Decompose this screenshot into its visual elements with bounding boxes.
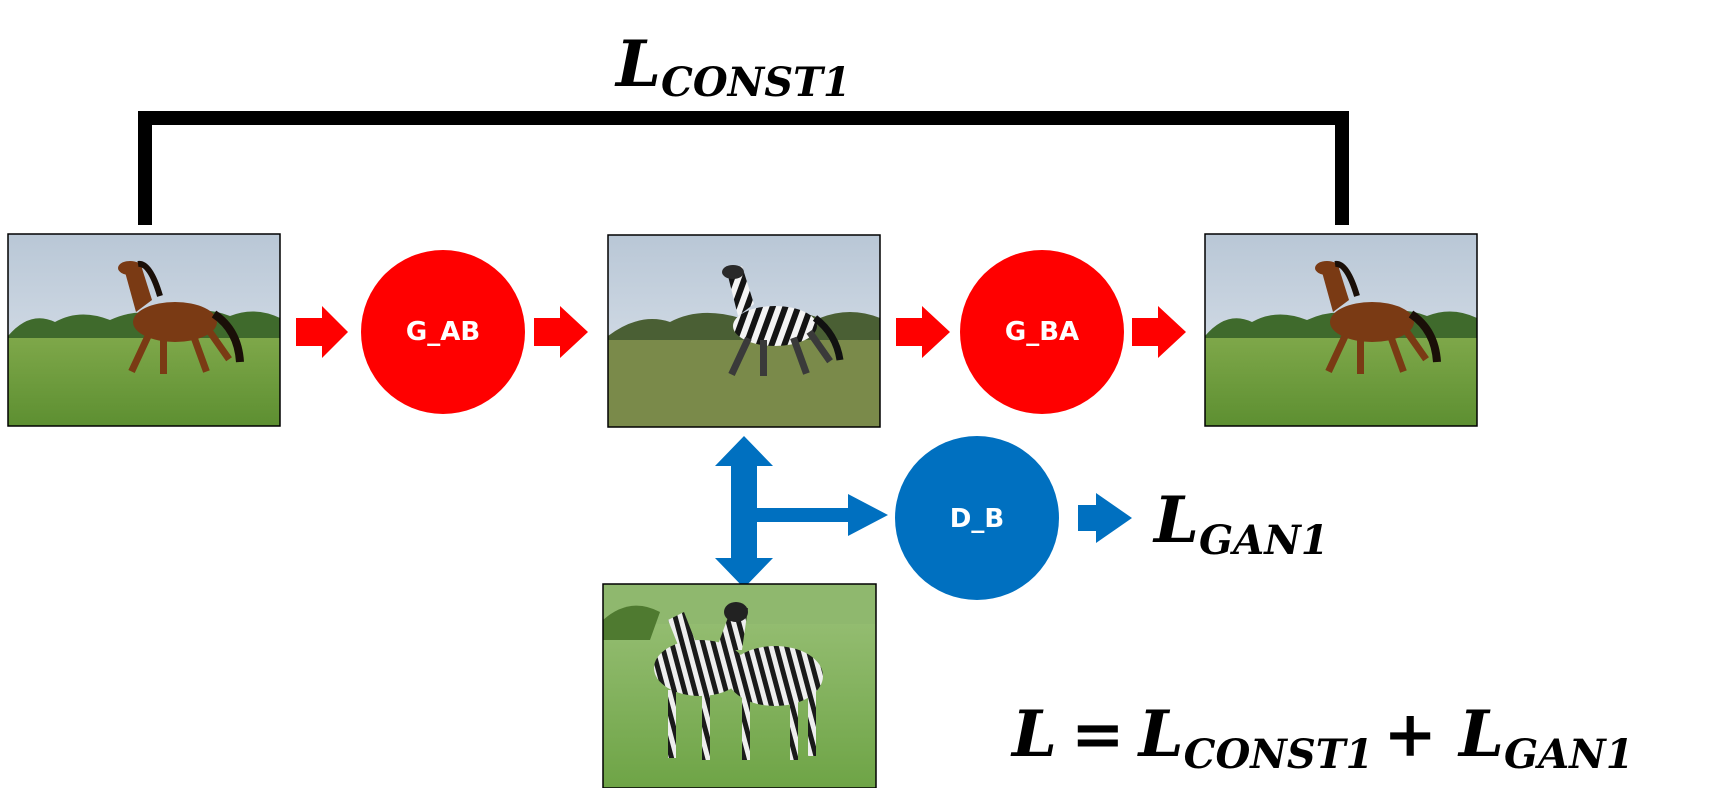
const-loss-label: LCONST1 — [614, 27, 851, 106]
generator-ab-label: G_AB — [406, 317, 480, 347]
arrow-right-icon — [534, 306, 588, 358]
arrow-right-icon — [1132, 306, 1186, 358]
discriminator-b-label: D_B — [950, 504, 1004, 534]
real-zebras-image — [602, 583, 877, 788]
gan-loss-label: LGAN1 — [1152, 483, 1329, 564]
compare-arrows-icon — [715, 436, 888, 588]
arrow-right-icon — [296, 306, 348, 358]
reconstructed-horse-image — [1204, 233, 1478, 427]
arrow-right-icon — [1078, 493, 1132, 543]
fake-zebra-image — [607, 234, 881, 428]
discriminator-b-node: D_B — [895, 436, 1059, 600]
arrow-right-icon — [896, 306, 950, 358]
generator-ba-label: G_BA — [1005, 317, 1079, 347]
total-loss-equation: L=LCONST1+LGAN1 — [1010, 697, 1634, 778]
generator-ab-node: G_AB — [361, 250, 525, 414]
const-loss-bracket — [138, 111, 1349, 225]
input-horse-image — [7, 233, 281, 427]
generator-ba-node: G_BA — [960, 250, 1124, 414]
